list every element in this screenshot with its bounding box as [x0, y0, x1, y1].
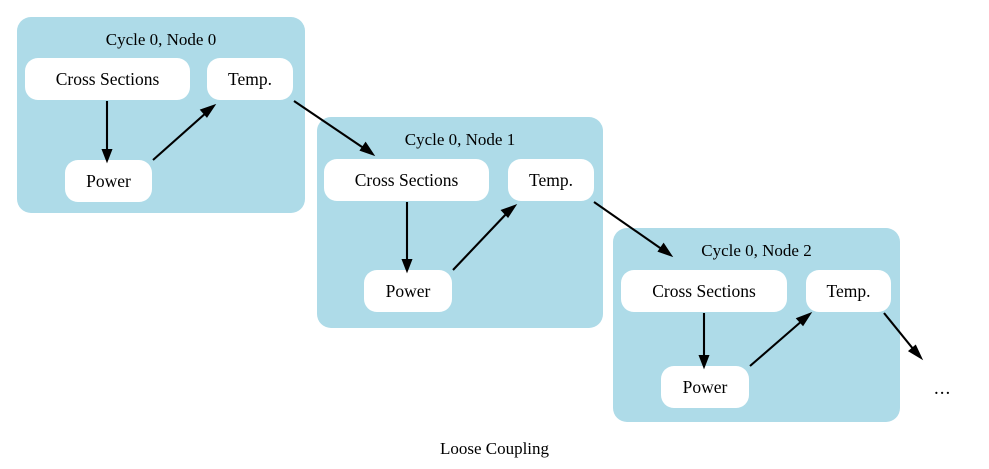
continuation-ellipsis: ...: [934, 378, 952, 399]
cluster-cycle0-node1: Cycle 0, Node 1: [317, 117, 603, 328]
node-cross-sections-1[interactable]: Cross Sections: [324, 159, 489, 201]
node-temp-2[interactable]: Temp.: [806, 270, 891, 312]
cluster-cycle0-node2: Cycle 0, Node 2: [613, 228, 900, 422]
cluster-title-node2: Cycle 0, Node 2: [701, 241, 812, 260]
cluster-title-node0: Cycle 0, Node 0: [105, 30, 217, 49]
node-power-1[interactable]: Power: [364, 270, 452, 312]
cluster-cycle0-node0: Cycle 0, Node 0: [17, 17, 305, 213]
node-temp-1[interactable]: Temp.: [508, 159, 594, 201]
node-power-0[interactable]: Power: [65, 160, 152, 202]
figure-caption: Loose Coupling: [439, 439, 550, 458]
node-cross-sections-2[interactable]: Cross Sections: [621, 270, 787, 312]
node-cross-sections-0[interactable]: Cross Sections: [25, 58, 190, 100]
node-power-2[interactable]: Power: [661, 366, 749, 408]
cluster-title-node1: Cycle 0, Node 1: [404, 130, 516, 149]
node-temp-0[interactable]: Temp.: [207, 58, 293, 100]
